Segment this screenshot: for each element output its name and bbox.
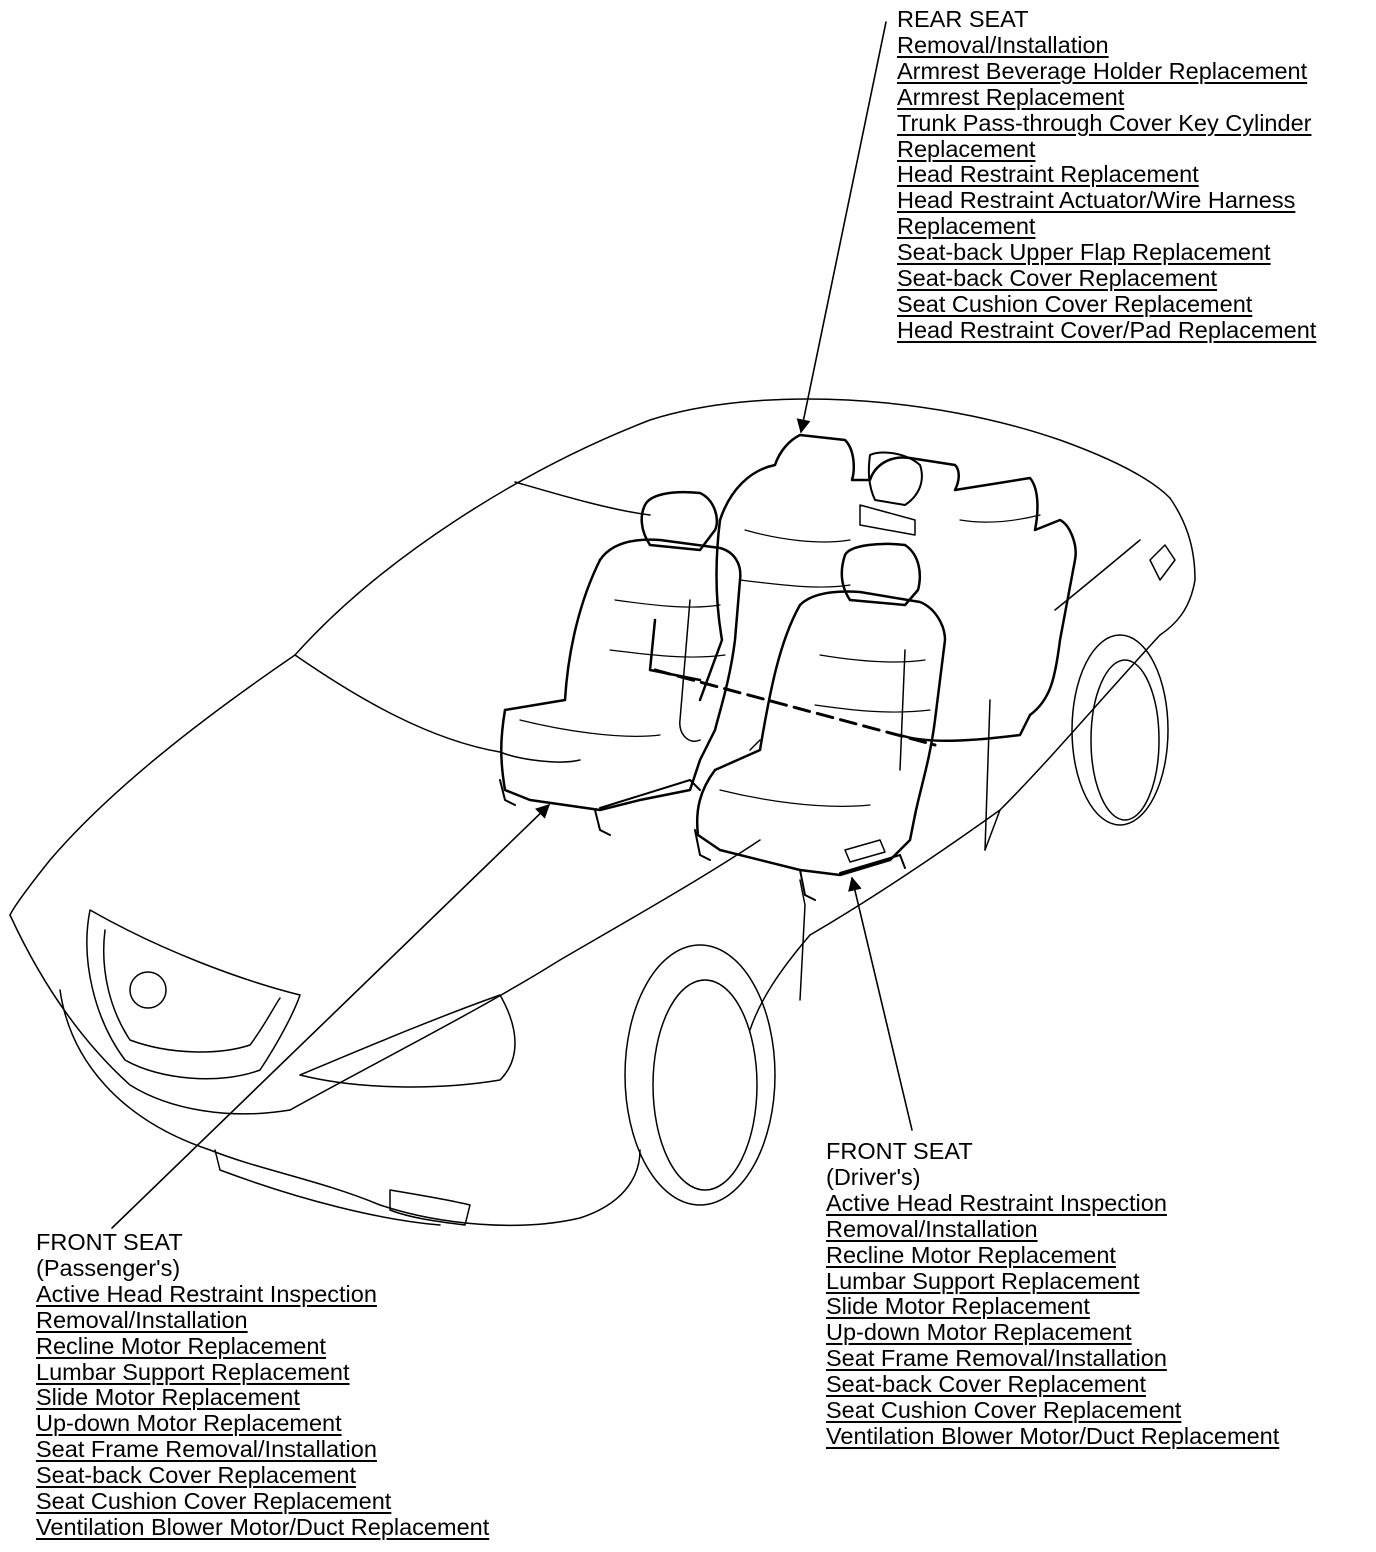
rear-link[interactable]: Seat-back Cover Replacement [897,265,1218,292]
emblem [129,971,167,1009]
rocker-panel [749,809,1001,1031]
driver-seat-back-left [713,603,802,772]
rear-seat-stitch [739,514,1041,588]
grille-outer [86,909,301,1080]
driver-link[interactable]: Up-down Motor Replacement [826,1319,1132,1346]
passenger-link[interactable]: Seat-back Cover Replacement [36,1462,357,1489]
front-wheel-arch [624,944,776,1206]
roof-line [294,398,1171,656]
front-bumper [59,989,641,1227]
rear-link[interactable]: Replacement [897,213,1036,240]
rear-link[interactable]: Replacement [897,135,1036,162]
driver-link[interactable]: Removal/Installation [826,1215,1038,1242]
passenger-seatbelt [679,599,701,742]
driver-seat [694,542,947,901]
rear-seat-back [718,433,1077,717]
rear-seat-callout: REAR SEAT Removal/Installation Armrest B… [897,6,1317,344]
hood-line [9,654,296,916]
rear-deck [1159,497,1196,636]
side-mirror [499,751,581,763]
passenger-seat [499,490,742,836]
driver-link[interactable]: Lumbar Support Replacement [826,1267,1140,1294]
passenger-seat-back [598,538,742,732]
fog-lamp [389,1189,471,1226]
driver-seat-rail [694,829,906,901]
rear-link[interactable]: Seat-back Upper Flap Replacement [897,239,1271,266]
driver-link[interactable]: Seat Frame Removal/Installation [826,1345,1167,1372]
windshield-base [294,654,501,753]
driver-seat-subtitle: (Driver's) [826,1163,921,1190]
rear-seat-left-bolster [698,518,724,702]
rear-link[interactable]: Trunk Pass-through Cover Key Cylinder [897,109,1312,136]
passenger-link[interactable]: Seat Frame Removal/Installation [36,1436,377,1463]
front-wheel [652,979,758,1191]
driver-seat-leader-arrow [848,876,913,1131]
driver-link[interactable]: Seat Cushion Cover Replacement [826,1397,1182,1424]
rear-link[interactable]: Head Restraint Actuator/Wire Harness [897,187,1296,214]
driver-seat-back [798,590,947,817]
driver-seatbelt [749,649,906,771]
passenger-link[interactable]: Seat Cushion Cover Replacement [36,1488,392,1515]
rear-link[interactable]: Seat Cushion Cover Replacement [897,290,1253,317]
driver-link[interactable]: Slide Motor Replacement [826,1293,1090,1320]
driver-seat-switch [844,839,886,863]
driver-seat-title: FRONT SEAT [826,1138,973,1164]
passenger-seat-callout: FRONT SEAT (Passenger's) Active Head Res… [36,1229,490,1541]
passenger-seat-back-left [503,558,602,712]
rear-headrest-center [867,451,923,506]
driver-link[interactable]: Seat-back Cover Replacement [826,1371,1147,1398]
driver-link[interactable]: Ventilation Blower Motor/Duct Replacemen… [826,1422,1280,1449]
door-line [799,699,991,1001]
rear-seat-leader-arrow [796,21,887,434]
rear-link[interactable]: Armrest Replacement [897,83,1125,110]
driver-seat-callout: FRONT SEAT (Driver's) Active Head Restra… [826,1138,1280,1450]
passenger-seat-lines [519,599,726,737]
passenger-link[interactable]: Lumbar Support Replacement [36,1358,350,1385]
driver-seat-cushion [695,768,917,877]
rear-seat-title: REAR SEAT [897,6,1029,32]
rear-link[interactable]: Head Restraint Replacement [897,161,1199,188]
passenger-seat-title: FRONT SEAT [36,1229,183,1255]
passenger-link[interactable]: Recline Motor Replacement [36,1332,326,1359]
passenger-headrest [640,490,719,552]
rear-wheel-arch [1071,634,1169,826]
passenger-seat-cushion [500,708,717,812]
rear-seat [648,433,1077,743]
rear-link[interactable]: Removal/Installation [897,31,1109,58]
grille-inner [102,929,281,1053]
fender-line [289,839,761,1111]
passenger-link[interactable]: Up-down Motor Replacement [36,1410,342,1437]
rear-wheel [1090,659,1160,821]
passenger-seat-subtitle: (Passenger's) [36,1254,181,1281]
hood-front-edge [9,914,291,1115]
headlight [299,994,516,1088]
rear-lamp [1149,544,1176,581]
rear-link[interactable]: Armrest Beverage Holder Replacement [897,57,1308,84]
c-pillar [1054,539,1141,611]
passenger-link[interactable]: Ventilation Blower Motor/Duct Replacemen… [36,1513,490,1540]
passenger-seat-rail [499,779,701,836]
passenger-link[interactable]: Slide Motor Replacement [36,1384,300,1411]
car-body [9,398,1196,1227]
driver-link[interactable]: Recline Motor Replacement [826,1241,1116,1268]
a-pillar [514,481,651,516]
driver-link[interactable]: Active Head Restraint Inspection [826,1189,1167,1216]
passenger-link[interactable]: Active Head Restraint Inspection [36,1280,377,1307]
rear-link[interactable]: Head Restraint Cover/Pad Replacement [897,316,1317,343]
rear-body-side [809,634,1161,936]
driver-headrest [840,542,922,607]
bumper-lower [214,1149,441,1226]
rear-armrest [859,504,916,536]
seat-dashed-line [653,668,937,747]
passenger-seat-leader-arrow [111,804,551,1229]
driver-seat-lines [719,654,931,807]
passenger-link[interactable]: Removal/Installation [36,1306,248,1333]
